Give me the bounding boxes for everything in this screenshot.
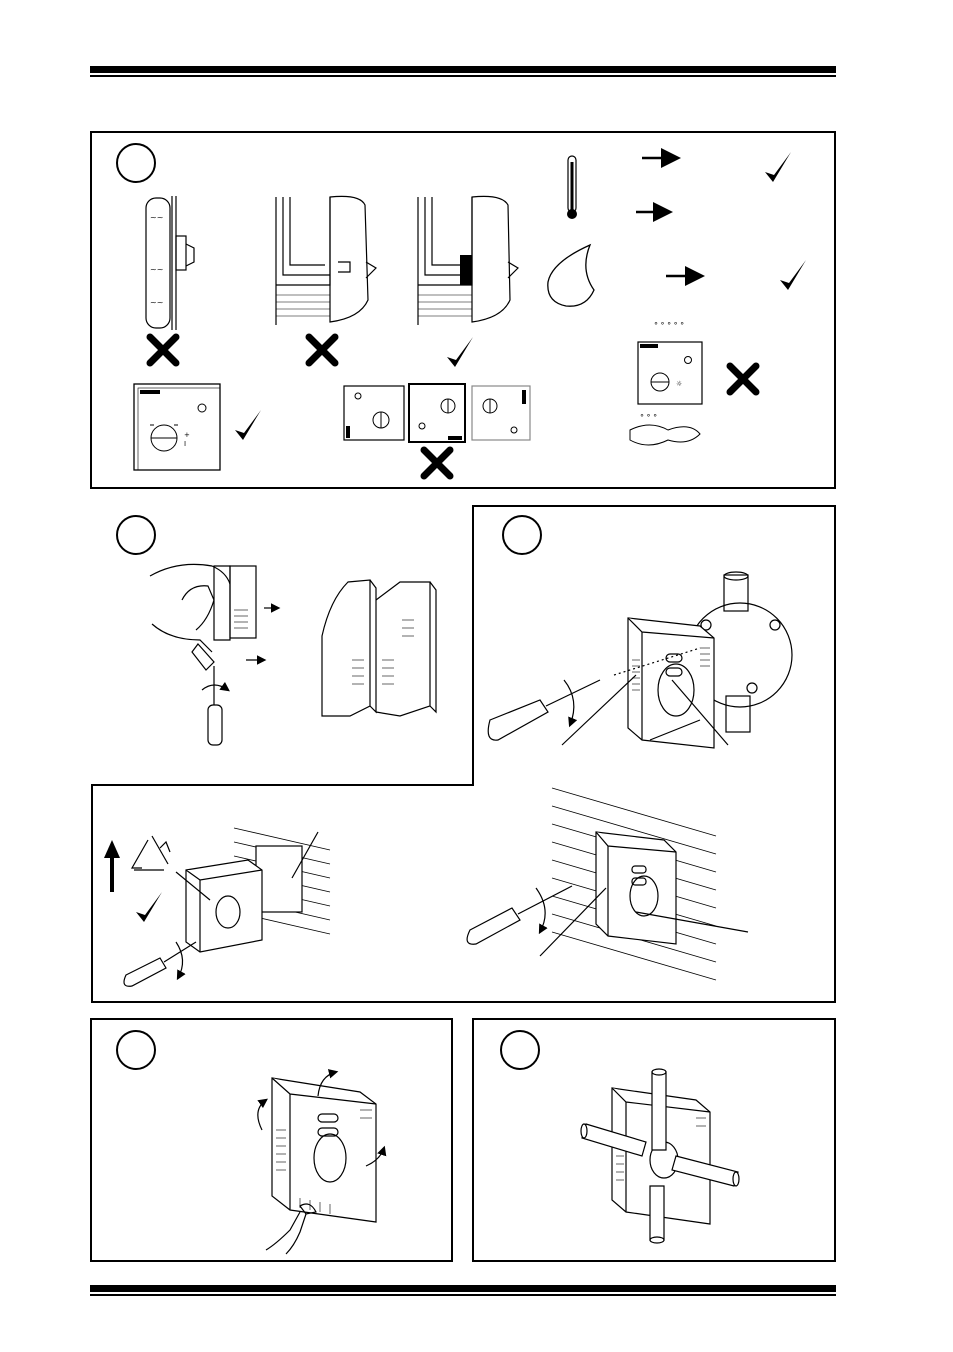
check-mark-icon: [136, 892, 162, 922]
base-plate-wall-left: [186, 860, 262, 952]
arrow-up-icon: [104, 840, 120, 892]
base-plate-knockouts: [272, 1078, 376, 1222]
svg-text:I: I: [184, 440, 186, 448]
hand-opening-housing: [150, 564, 278, 745]
cross-mark-icon: [730, 366, 756, 392]
base-plate-wall-right: [596, 832, 676, 944]
cross-mark-icon: [150, 337, 176, 363]
svg-text:° ° °: ° ° °: [640, 413, 657, 422]
svg-text:° ° ° ° °: ° ° ° ° °: [654, 321, 684, 330]
check-mark-icon: [235, 410, 261, 440]
device-rotated-1: [344, 386, 404, 440]
device-wet-area: ° ° ° ° ° ☼ ° ° °: [630, 321, 702, 445]
check-mark-icon: [447, 337, 473, 367]
svg-text:+: +: [184, 431, 190, 439]
base-plate: [628, 618, 714, 748]
device-rotated-2: [409, 384, 465, 442]
svg-text:~~: ~~: [150, 265, 163, 274]
cross-mark-icon: [309, 337, 335, 363]
svg-text:~~: ~~: [150, 298, 163, 307]
cross-mark-icon: [424, 450, 450, 476]
thermometer-icon: [567, 156, 577, 219]
housing-split-halves: [322, 580, 436, 716]
svg-text:☼: ☼: [676, 380, 682, 388]
radiator-illustration: ~~ ~~ ~~: [146, 196, 194, 330]
recycle-icon: [132, 836, 170, 870]
device-rotated-3: [472, 386, 530, 440]
device-front-good: + I: [134, 384, 220, 470]
check-mark-icon: [780, 260, 806, 290]
check-mark-icon: [765, 152, 791, 182]
wall-conduit-bad: [276, 196, 376, 325]
water-drop-icon: [548, 245, 594, 306]
svg-text:~~: ~~: [150, 213, 163, 222]
